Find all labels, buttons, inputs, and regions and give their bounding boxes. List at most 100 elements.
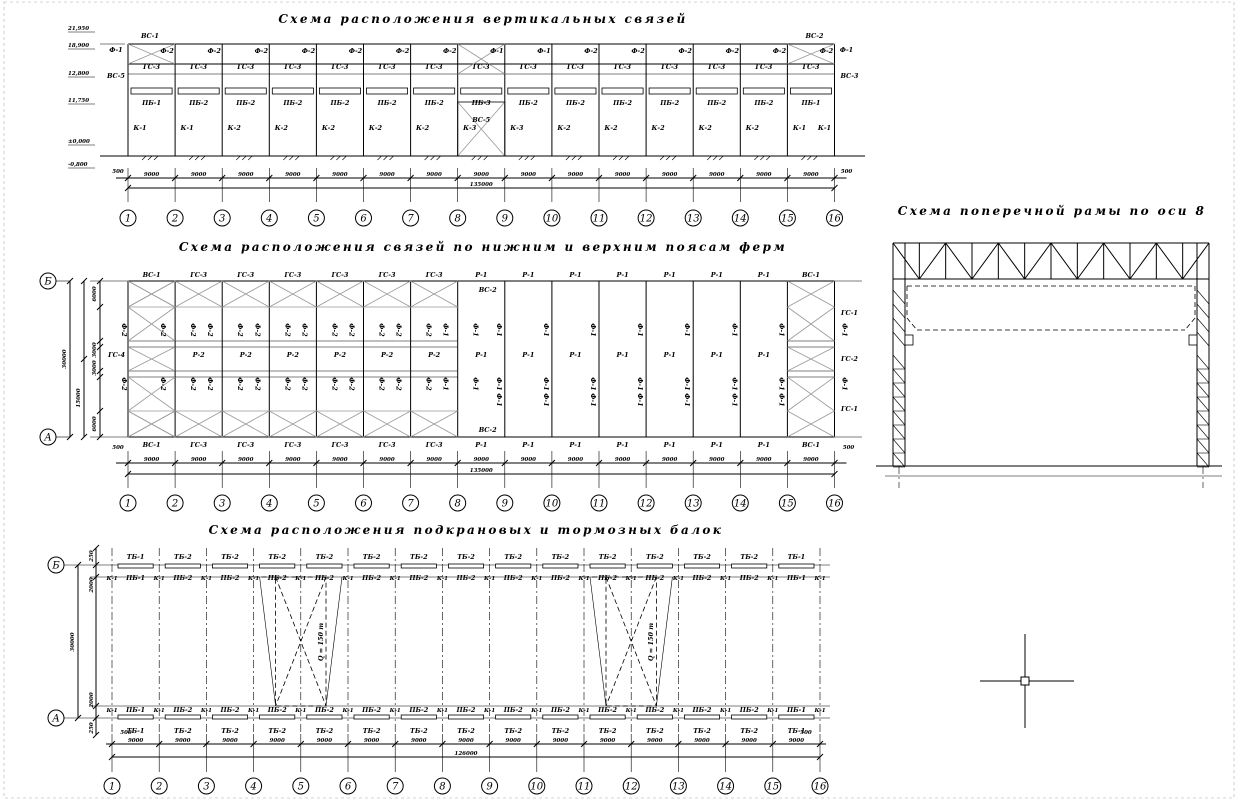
tie-label: Ф-2 (679, 47, 693, 55)
tie-label: Ф-2 (425, 377, 433, 391)
dimension-tick (689, 174, 697, 182)
ground-hatch (571, 155, 577, 161)
ground-hatch (530, 155, 536, 161)
chord-ties-title: Схема расположения связей по нижним и ве… (179, 240, 787, 254)
column-lattice (892, 396, 906, 412)
dimension-tick (155, 740, 163, 748)
ground-hatch (289, 155, 294, 161)
column-label: К-1 (817, 124, 831, 132)
top-row-label: Р-1 (521, 271, 534, 279)
column-label: К-1 (180, 124, 194, 132)
column-label: К-2 (274, 124, 289, 132)
tie-label: Ф-2 (395, 323, 403, 337)
column-mark: К-1 (153, 708, 165, 714)
tb-label: ТБ-2 (457, 727, 475, 735)
column-lattice (892, 438, 906, 454)
axis-2-circle (166, 209, 184, 227)
chord-brace (316, 410, 364, 438)
dimension-tick (642, 459, 650, 467)
axis-12-circle (637, 209, 655, 227)
mid-row-label: Р-2 (286, 351, 300, 359)
pb-label: ПБ-2 (503, 706, 523, 714)
ground-hatch (194, 155, 200, 161)
ground-hatch (754, 155, 759, 161)
gs-label: ГС-3 (472, 63, 490, 71)
mid-truss-brace (457, 43, 506, 75)
dimension-tick (96, 343, 104, 351)
crane-capacity: Q = 150 т (317, 623, 325, 661)
tb-label: ТБ-2 (363, 553, 381, 561)
column-mark: К-1 (530, 708, 542, 714)
transverse-frame-scheme: Схема поперечной рамы по оси 8 (876, 204, 1222, 488)
dimension-tick (80, 277, 88, 285)
span-dimension: 9000 (317, 738, 332, 744)
tie-label: Ф-1 (636, 377, 644, 390)
row-axis-b: Б (43, 277, 52, 288)
tb-label: ТБ-2 (693, 553, 711, 561)
brake-beam (211, 714, 248, 720)
span-dimension: 9000 (270, 738, 285, 744)
tb-label: ТБ-2 (316, 727, 334, 735)
span-dimension: 9000 (694, 738, 709, 744)
bs-label: ВС-5 (471, 116, 490, 124)
bottom-row-label: ГС-3 (331, 441, 349, 449)
bottom-row-label: Р-1 (521, 441, 534, 449)
column-lattice (892, 452, 906, 468)
ground-hatch (618, 155, 624, 161)
tb-label: ТБ-1 (127, 553, 145, 561)
elevation-text: 11,750 (68, 98, 89, 104)
column-mark: К-1 (200, 576, 212, 582)
row-axis-b: Б (51, 561, 60, 572)
ground-hatch (801, 155, 806, 161)
tie-label: Ф-1 (442, 323, 450, 336)
span-dimension: 9000 (426, 172, 441, 178)
axis-16: 16 (828, 499, 841, 510)
tie-label: Ф-2 (120, 377, 128, 391)
ground-hatch (188, 155, 194, 161)
dimension-tick (454, 174, 462, 182)
gs-label: ГС-3 (378, 63, 396, 71)
dimension-tick (360, 459, 367, 467)
axis-11-circle (575, 777, 593, 795)
ground-hatch (577, 155, 583, 161)
gs-label: ГС-3 (707, 63, 725, 71)
axis-1: 1 (125, 214, 131, 225)
dimension-tick (816, 753, 824, 761)
tie-label: Ф-2 (330, 377, 338, 391)
axis-6-circle (339, 777, 357, 795)
brake-beam (542, 714, 579, 720)
ground-hatch (295, 155, 300, 161)
tie-label: Ф-1 (683, 377, 691, 390)
crane-beam (648, 87, 691, 95)
dimension-tick (124, 459, 132, 467)
column-mark: К-1 (625, 708, 637, 714)
chord-brace (410, 280, 458, 308)
crane-beams-title: Схема расположения подкрановых и тормозн… (209, 523, 724, 537)
crane-beam-label: ПБ-2 (377, 99, 397, 107)
dimension-tick (501, 459, 509, 467)
ground-hatch (430, 155, 435, 161)
dimension-tick (96, 433, 104, 441)
pb-label: ПБ-2 (408, 574, 428, 582)
dimension-tick (407, 459, 414, 467)
column-lattice (892, 354, 906, 370)
ground-hatch (565, 155, 571, 161)
pb-label: ПБ-2 (692, 574, 712, 582)
chord-brace (316, 280, 364, 308)
axis-14-circle (731, 209, 749, 227)
bs-label: ВС-2 (478, 426, 497, 434)
ground-hatch (377, 155, 382, 161)
dimension-tick (96, 407, 104, 415)
column-label: К-3 (509, 124, 524, 132)
tb-label: ТБ-2 (504, 553, 522, 561)
mid-row-label: Р-2 (427, 351, 441, 359)
span-dimension: 9000 (379, 457, 394, 463)
dimension-tick (74, 714, 82, 722)
brake-beam (400, 714, 437, 720)
gs-label: ГС-3 (754, 63, 772, 71)
tb-label: ТБ-2 (363, 727, 381, 735)
column-label: К-2 (368, 124, 383, 132)
column-label: К-2 (651, 124, 666, 132)
